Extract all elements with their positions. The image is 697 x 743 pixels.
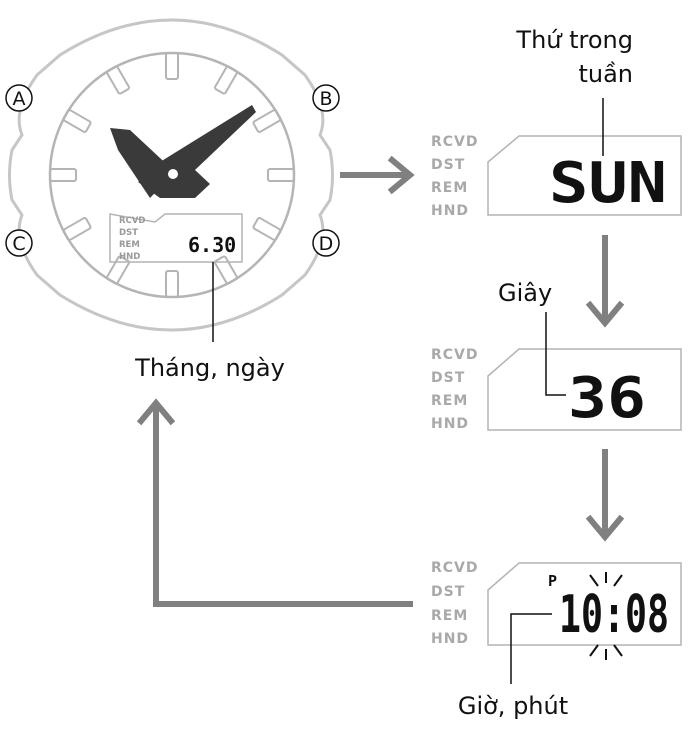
watch-indicator-rem: REM bbox=[119, 240, 140, 250]
watch-illustration: RCVD DST REM HND 6.30 bbox=[8, 18, 334, 342]
arrow-seconds-to-time bbox=[585, 449, 625, 542]
label-seconds: Giây bbox=[498, 279, 552, 307]
indicator-rem: REM bbox=[431, 393, 468, 409]
svg-text:D: D bbox=[319, 233, 334, 255]
indicator-rcvd: RCVD bbox=[431, 560, 479, 576]
indicator-hnd: HND bbox=[431, 416, 469, 432]
lcd-time: 10:08 bbox=[559, 585, 669, 645]
watch-indicator-hnd: HND bbox=[119, 252, 140, 262]
watch-indicator-rcvd: RCVD bbox=[119, 216, 145, 226]
indicator-rcvd: RCVD bbox=[431, 347, 479, 363]
indicator-hnd: HND bbox=[431, 631, 469, 647]
button-b: B bbox=[312, 84, 340, 112]
lcd-seconds: 36 bbox=[568, 366, 646, 431]
arrow-weekday-to-seconds bbox=[585, 235, 625, 328]
button-c: C bbox=[5, 229, 33, 257]
panel-time: RCVD DST REM HND P 10:08 bbox=[431, 560, 682, 660]
flow-arrows bbox=[136, 155, 625, 607]
label-month-day: Tháng, ngày bbox=[134, 354, 285, 382]
panel-weekday: RCVD DST REM HND SUN bbox=[431, 134, 682, 219]
indicator-rcvd: RCVD bbox=[431, 134, 479, 150]
panel-seconds: RCVD DST REM HND 36 bbox=[431, 347, 682, 432]
time-leader bbox=[510, 613, 552, 684]
lcd-weekday: SUN bbox=[549, 151, 667, 216]
panel-time-frame bbox=[487, 562, 682, 646]
hand-pivot bbox=[166, 167, 180, 181]
indicator-rem: REM bbox=[431, 608, 468, 624]
arrow-watch-to-weekday bbox=[340, 155, 415, 195]
button-a: A bbox=[5, 84, 33, 112]
watch-lcd-window bbox=[109, 213, 243, 263]
indicator-hnd: HND bbox=[431, 203, 469, 219]
panel-weekday-frame bbox=[487, 135, 682, 216]
panel-seconds-frame bbox=[487, 348, 682, 431]
seconds-leader bbox=[545, 312, 566, 396]
arrow-time-to-date bbox=[136, 398, 413, 607]
watch-indicator-dst: DST bbox=[119, 228, 138, 238]
label-weekday-line2: tuần bbox=[578, 60, 633, 88]
button-d: D bbox=[312, 229, 340, 257]
svg-text:B: B bbox=[319, 88, 332, 110]
label-weekday-line1: Thứ trong bbox=[515, 26, 633, 54]
flashing-rays bbox=[589, 572, 623, 660]
pm-indicator: P bbox=[548, 572, 557, 590]
label-hour-minute: Giờ, phút bbox=[458, 692, 568, 720]
indicator-dst: DST bbox=[431, 157, 465, 173]
indicator-dst: DST bbox=[431, 370, 465, 386]
svg-text:A: A bbox=[13, 88, 26, 110]
indicator-dst: DST bbox=[431, 584, 465, 600]
watch-lcd-date: 6.30 bbox=[188, 233, 236, 257]
svg-text:C: C bbox=[12, 233, 25, 255]
indicator-rem: REM bbox=[431, 180, 468, 196]
